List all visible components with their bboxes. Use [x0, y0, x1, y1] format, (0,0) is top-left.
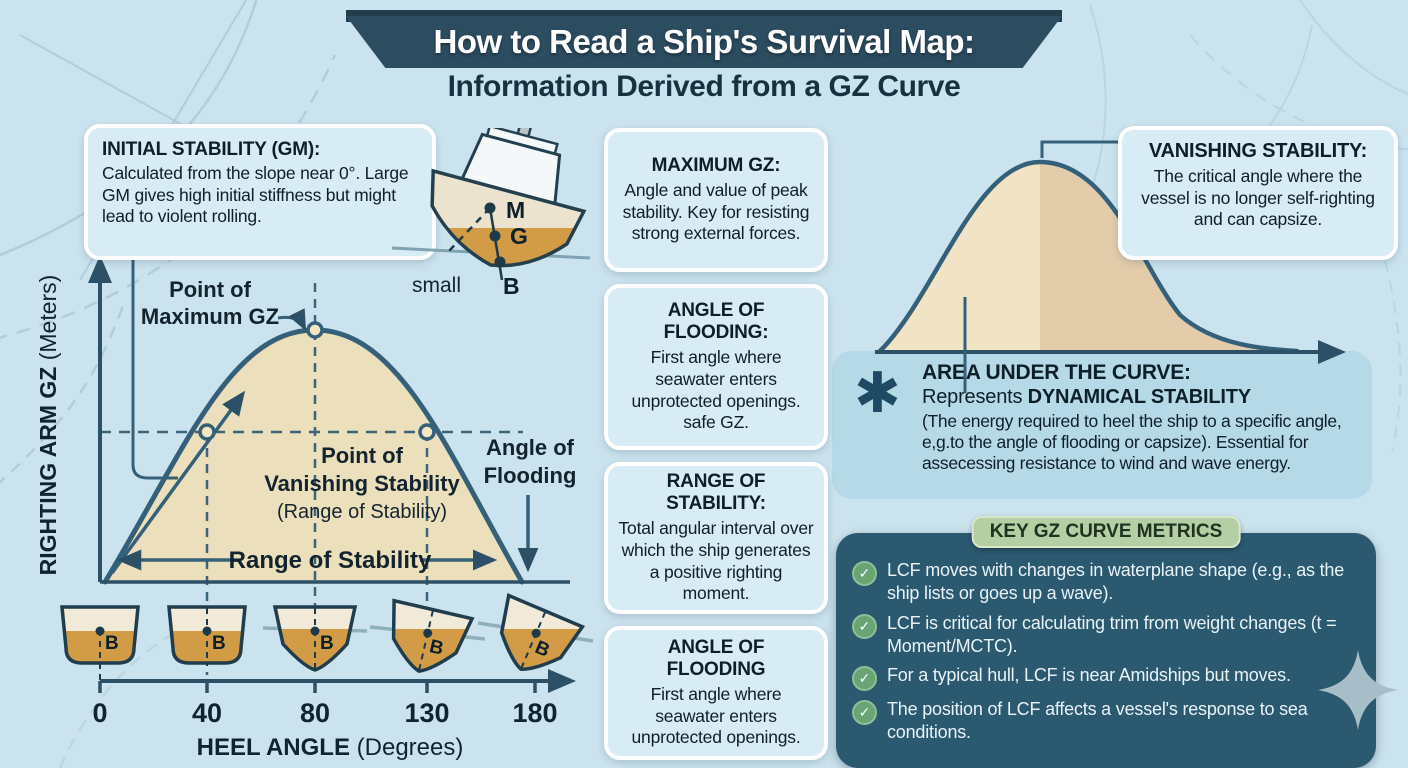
- buoyancy-point: [494, 256, 506, 268]
- header: How to Read a Ship's Survival Map:: [346, 10, 1062, 68]
- hull-sections: B B B B B: [60, 593, 594, 687]
- range-of-stability-box: RANGE OF STABILITY: Total angular interv…: [604, 462, 828, 614]
- metacenter-label: M: [506, 197, 525, 223]
- metric-text: LCF moves with changes in waterplane sha…: [887, 560, 1345, 603]
- svg-text:0: 0: [92, 698, 107, 728]
- vanishing-stability-box: VANISHING STABILITY: The critical angle …: [1118, 126, 1398, 260]
- hull-b-label: B: [212, 633, 226, 654]
- check-icon: ✓: [852, 700, 877, 726]
- hull-b-label: B: [320, 633, 334, 654]
- area-under-curve-title: AREA UNDER THE CURVE:: [922, 361, 1191, 384]
- range-label: Range of Stability: [229, 547, 432, 574]
- area-under-curve-body: (The energy required to heel the ship to…: [922, 411, 1342, 473]
- small-gm-label: small: [412, 274, 461, 297]
- area-fill-right: [1040, 162, 1297, 351]
- range-of-stability-title: RANGE OF STABILITY:: [666, 471, 766, 515]
- right-gz-curve: [875, 140, 1346, 393]
- gravity-label: G: [510, 223, 528, 249]
- svg-text:130: 130: [404, 698, 449, 728]
- check-icon: ✓: [852, 666, 877, 692]
- maximum-gz-title: MAXIMUM GZ:: [651, 154, 781, 176]
- area-under-curve-section: ✱ AREA UNDER THE CURVE: Represents DYNAM…: [832, 351, 1372, 499]
- angle-of-flooding-body: First angle where seawater enters unprot…: [631, 347, 801, 433]
- x-axis-title: HEEL ANGLE (Degrees): [197, 734, 464, 761]
- max-gz-label-line2: Maximum GZ: [141, 304, 279, 329]
- flooding-label-line2: Flooding: [484, 463, 577, 488]
- list-item: ✓ LCF moves with changes in waterplane s…: [852, 559, 1362, 605]
- area-fill-left: [880, 162, 1040, 351]
- list-item: ✓ LCF is critical for calculating trim f…: [852, 612, 1362, 658]
- metric-text: For a typical hull, LCF is near Amidship…: [887, 665, 1291, 686]
- angle-of-flooding-box-2: ANGLE OF FLOODING First angle where seaw…: [604, 626, 828, 760]
- max-gz-pointer-arrow: [277, 308, 307, 332]
- page-subtitle: Information Derived from a GZ Curve: [447, 70, 961, 103]
- range-of-stability-body: Total angular interval over which the sh…: [618, 518, 814, 604]
- vanishing-label-line1: Point of: [321, 443, 404, 468]
- buoyancy-label: B: [503, 273, 520, 299]
- metric-text: LCF is critical for calculating trim fro…: [887, 612, 1337, 656]
- ship-illustration: M G B small: [391, 128, 591, 299]
- maximum-gz-body: Angle and value of peak stability. Key f…: [622, 179, 810, 244]
- svg-text:80: 80: [300, 698, 330, 728]
- area-under-curve-subtitle: Represents DYNAMICAL STABILITY: [922, 386, 1251, 408]
- gm-box-connector: [131, 258, 178, 480]
- metric-text: The position of LCF affects a vessel's r…: [887, 699, 1308, 743]
- list-item: ✓ The position of LCF affects a vessel's…: [852, 698, 1362, 744]
- y-axis-title: RIGHTING ARM GZ (Meters): [35, 275, 61, 576]
- angle-of-flooding-2-title: ANGLE OF FLOODING: [666, 636, 766, 680]
- initial-stability-body: Calculated from the slope near 0°. Large…: [102, 163, 409, 227]
- vanishing-point-marker: [418, 423, 436, 441]
- initial-stability-title: INITIAL STABILITY (GM):: [102, 139, 321, 160]
- maximum-gz-box: MAXIMUM GZ: Angle and value of peak stab…: [604, 128, 828, 272]
- gz-curve-chart: Point of Maximum GZ Point of Vanishing S…: [35, 255, 594, 761]
- page-title: How to Read a Ship's Survival Map:: [433, 23, 975, 60]
- vanishing-stability-body: The critical angle where the vessel is n…: [1141, 166, 1375, 230]
- list-item: ✓ For a typical hull, LCF is near Amidsh…: [852, 664, 1362, 692]
- angle-of-flooding-box: ANGLE OF FLOODING: First angle where sea…: [604, 284, 828, 450]
- gz-curve-2: [877, 159, 1300, 354]
- check-icon: ✓: [852, 613, 877, 639]
- vanishing-label-line3: (Range of Stability): [277, 501, 447, 523]
- gravity-point: [489, 230, 501, 242]
- ship-hull-outline: [430, 168, 587, 268]
- slope-point-marker: [198, 423, 216, 441]
- key-metrics-header: KEY GZ CURVE METRICS: [971, 516, 1241, 548]
- vanishing-box-connector: [1040, 140, 1123, 158]
- hull-b-label: B: [427, 636, 445, 660]
- gz-area-fill: [105, 330, 522, 582]
- x-axis-ticks: [98, 681, 537, 693]
- initial-stability-box: INITIAL STABILITY (GM): Calculated from …: [84, 124, 436, 260]
- check-icon: ✓: [852, 561, 877, 586]
- metacenter-point: [484, 202, 496, 214]
- svg-text:40: 40: [192, 698, 222, 728]
- title-banner: How to Read a Ship's Survival Map:: [346, 16, 1062, 68]
- vanishing-stability-title: VANISHING STABILITY:: [1148, 140, 1368, 162]
- vanishing-label-line2: Vanishing Stability: [264, 471, 460, 496]
- x-tick-labels: 0 40 80 130 180: [92, 698, 557, 728]
- svg-text:180: 180: [512, 698, 557, 728]
- asterisk-icon: ✱: [854, 361, 901, 424]
- angle-of-flooding-title: ANGLE OF FLOODING:: [663, 300, 769, 344]
- flooding-label-line1: Angle of: [486, 435, 575, 460]
- max-gz-label-line1: Point of: [169, 277, 252, 302]
- max-gz-point-marker: [306, 321, 324, 339]
- hull-b-label: B: [105, 633, 119, 654]
- gm-slope-arrow: [110, 390, 246, 575]
- sparkle-icon: [1318, 650, 1398, 730]
- dynamical-stability-label: DYNAMICAL STABILITY: [1027, 386, 1251, 408]
- angle-of-flooding-2-body: First angle where seawater enters unprot…: [631, 683, 801, 748]
- key-metrics-panel: KEY GZ CURVE METRICS ✓ LCF moves with ch…: [836, 516, 1376, 768]
